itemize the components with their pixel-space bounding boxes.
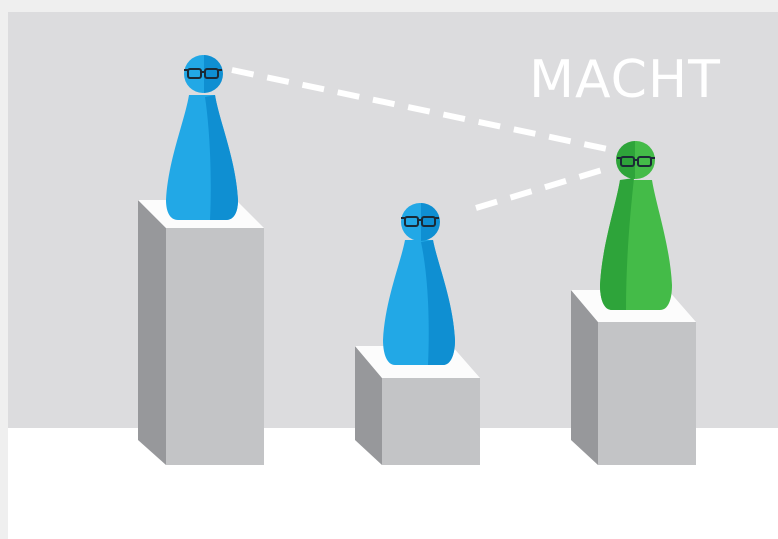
pedestal-right	[571, 290, 696, 465]
pedestal-left	[138, 200, 264, 465]
headline-text: MACHT	[529, 50, 721, 110]
